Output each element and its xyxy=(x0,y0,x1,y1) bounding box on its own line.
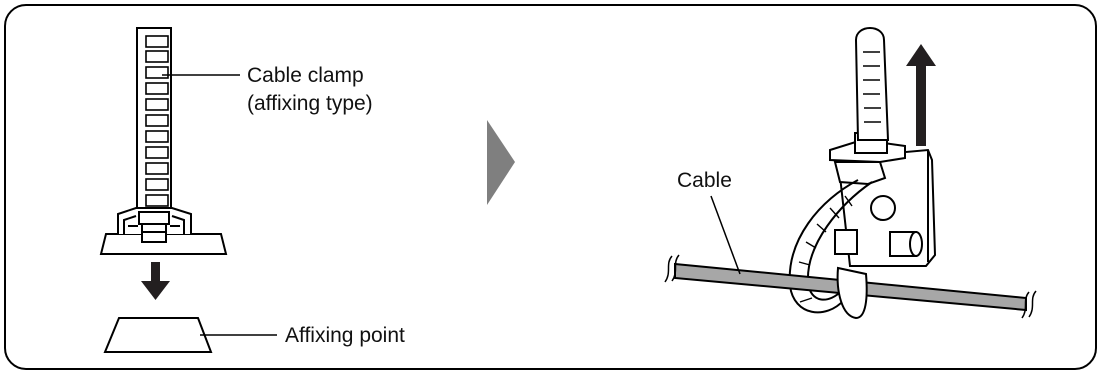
label-cable: Cable xyxy=(677,169,732,192)
side-pegs xyxy=(834,229,923,257)
label-affixing-type: (affixing type) xyxy=(247,92,373,115)
step-triangle-right-icon xyxy=(487,120,515,205)
arrow-down-icon xyxy=(141,262,170,300)
label-affixing-point: Affixing point xyxy=(285,324,405,347)
diagram-frame xyxy=(4,4,1097,370)
cable-break-marks xyxy=(664,254,1037,319)
label-cable-clamp: Cable clamp xyxy=(247,64,364,87)
cable-clamp-strap xyxy=(136,27,172,221)
cable-clamp-base xyxy=(99,207,228,255)
cable-leader-line xyxy=(710,195,741,275)
arrow-up-icon xyxy=(906,44,936,146)
strap-front-band xyxy=(836,266,868,320)
affixing-point-shape xyxy=(103,317,213,353)
strap-pulled xyxy=(854,27,890,141)
